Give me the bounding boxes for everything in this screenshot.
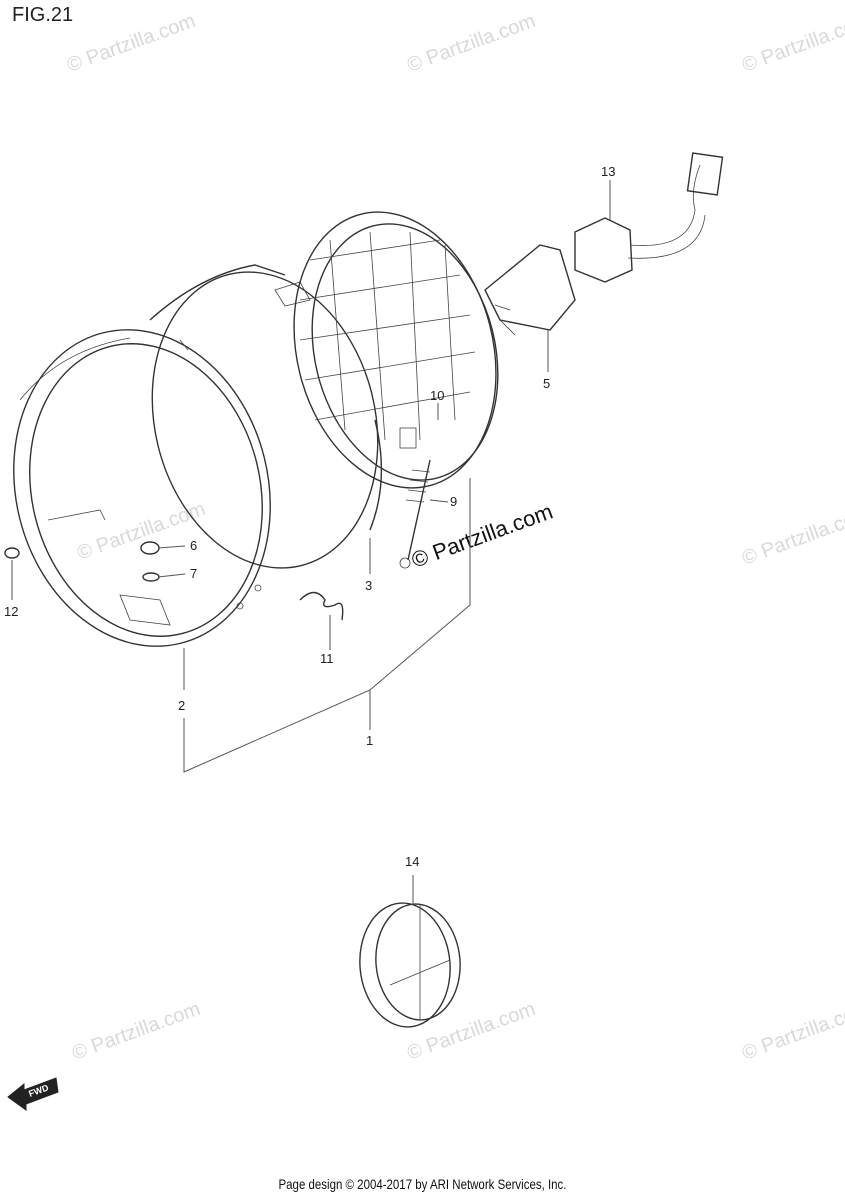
- callout-1: 1: [366, 733, 373, 748]
- figure-title: FIG.21: [12, 4, 74, 26]
- part-11-spring: [299, 591, 344, 621]
- part-9-screw-spring: [399, 459, 431, 569]
- part-13-connector: [574, 152, 724, 283]
- callout-3: 3: [365, 578, 372, 593]
- part-5-socket: [484, 244, 576, 336]
- callout-11: 11: [320, 651, 334, 666]
- part-6-7-screw-washer: [140, 541, 160, 582]
- watermark: © Partzilla.com: [74, 498, 208, 565]
- part-1-headlight-unit: [293, 211, 499, 489]
- callout-13: 13: [601, 164, 615, 179]
- part-12-bolt: [4, 547, 20, 559]
- part-3-case: [149, 264, 383, 569]
- watermark: © Partzilla.com: [64, 10, 198, 77]
- callout-2: 2: [178, 698, 185, 713]
- watermark: © Partzilla.com: [404, 998, 538, 1065]
- callout-7: 7: [190, 566, 197, 581]
- leader-lines: [11, 180, 611, 905]
- callout-6: 6: [190, 538, 197, 553]
- watermark: © Partzilla.com: [739, 503, 845, 570]
- watermark-main: © Partzilla.com: [408, 499, 556, 573]
- forward-arrow-icon: FWD: [7, 1077, 59, 1111]
- callout-14: 14: [405, 854, 419, 869]
- callout-9: 9: [450, 494, 457, 509]
- footer-copyright: Page design © 2004-2017 by ARI Network S…: [278, 1176, 567, 1192]
- part-14-cap: [359, 902, 461, 1028]
- callout-12: 12: [4, 604, 18, 619]
- callout-labels: 1 2 3 5 6 7 9 10 11 12 13 14: [4, 164, 615, 869]
- watermark: © Partzilla.com: [739, 10, 845, 77]
- callout-5: 5: [543, 376, 550, 391]
- callout-10: 10: [430, 388, 444, 403]
- watermark: © Partzilla.com: [739, 998, 845, 1065]
- watermark: © Partzilla.com: [69, 998, 203, 1065]
- watermark: © Partzilla.com: [404, 10, 538, 77]
- part-2-rim: [13, 329, 271, 647]
